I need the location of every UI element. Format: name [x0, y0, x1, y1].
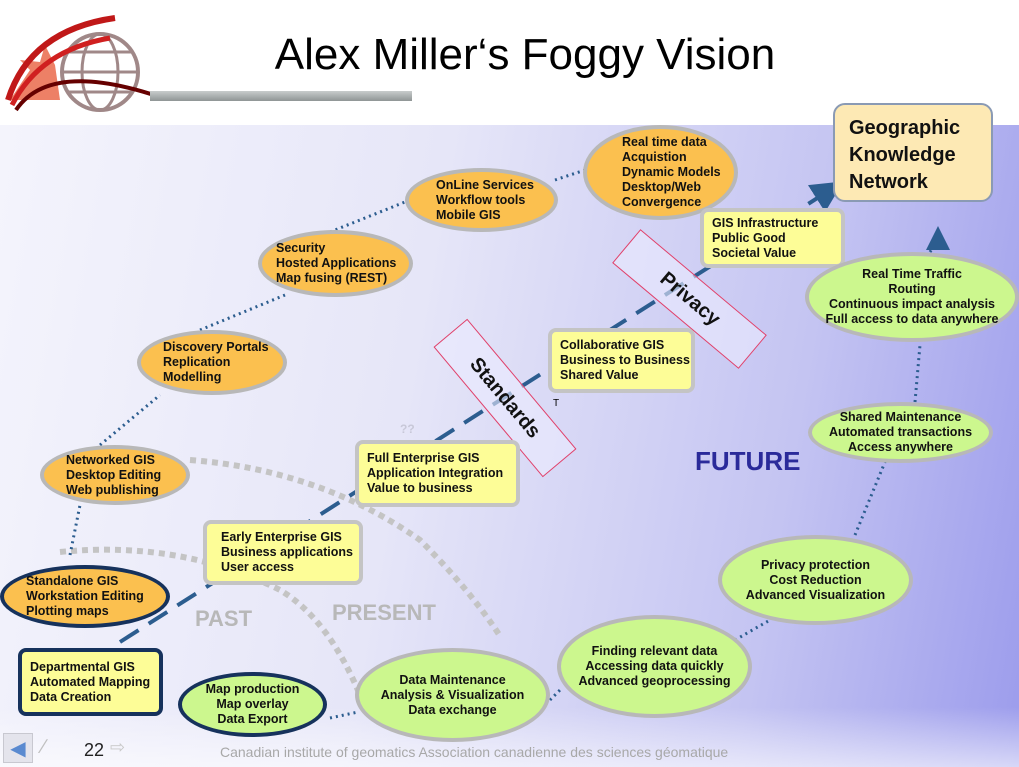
node-line: Business to Business — [560, 353, 690, 367]
node-line: Automated transactions — [828, 425, 973, 439]
node-line: Automated Mapping — [30, 674, 151, 689]
footer-text: Canadian institute of geomatics Associat… — [220, 744, 729, 760]
node-line: Public Good — [712, 230, 786, 245]
node-line: Full Enterprise GIS — [367, 451, 480, 465]
node-line: Value to business — [367, 481, 473, 495]
node-line: OnLine Services — [436, 177, 534, 192]
node-line: Networked GIS — [66, 452, 155, 467]
node-line: Access anywhere — [848, 440, 953, 454]
node-line: Network — [849, 171, 928, 193]
node-line: Cost Reduction — [769, 572, 862, 587]
node-line: Geographic — [849, 117, 961, 139]
node-line: Privacy protection — [760, 557, 871, 572]
node-line: Security — [276, 241, 326, 255]
future-label: FUTURE — [695, 446, 801, 476]
node-line: Early Enterprise GIS — [221, 530, 342, 544]
node-line: Map fusing (REST) — [276, 271, 388, 285]
node-line: Mobile GIS — [436, 207, 501, 222]
node-line: Dynamic Models — [622, 165, 721, 179]
pen-icon: ∕ — [42, 736, 46, 758]
node-line: Continuous impact analysis — [828, 297, 995, 311]
node-line: Plotting maps — [26, 604, 109, 618]
node-line: Real Time Traffic — [862, 267, 962, 281]
node-line: Modelling — [163, 370, 222, 384]
node-line: Map overlay — [216, 697, 289, 711]
node-line: Departmental GIS — [30, 659, 135, 674]
node-line: GIS Infrastructure — [712, 215, 819, 230]
question-marks: ?? — [400, 422, 415, 436]
node-line: Full access to data anywhere — [825, 312, 999, 326]
node-line: Workflow tools — [436, 192, 526, 207]
node-line: Routing — [888, 282, 936, 296]
page-number: 22 — [84, 740, 105, 760]
node-line: Workstation Editing — [26, 589, 144, 603]
node-line: Data exchange — [408, 702, 497, 717]
node-line: Societal Value — [712, 245, 797, 260]
node-line: Advanced geoprocessing — [578, 674, 731, 688]
node-line: Shared Maintenance — [839, 410, 962, 424]
cig-logo — [5, 15, 161, 112]
node-line: Desktop Editing — [66, 467, 162, 482]
node-line: Map production — [205, 682, 300, 696]
arrow-right-icon: ⇨ — [110, 737, 126, 757]
title-underline-bar — [150, 91, 412, 101]
node-line: Hosted Applications — [276, 256, 397, 270]
previous-slide-button[interactable]: ◀ — [3, 733, 33, 763]
node-line: Convergence — [622, 195, 702, 209]
node-line: Data Maintenance — [399, 672, 506, 687]
slide-title: Alex Miller‘s Foggy Vision — [274, 30, 776, 79]
node-line: Accessing data quickly — [585, 659, 724, 673]
node-line: Replication — [163, 355, 231, 369]
node-line: Acquistion — [622, 150, 687, 164]
node-line: Shared Value — [560, 368, 639, 382]
node-line: Knowledge — [849, 144, 956, 166]
node-line: User access — [221, 560, 294, 574]
node-line: Advanced Visualization — [745, 587, 886, 602]
node-line: Analysis & Visualization — [380, 687, 525, 702]
node-line: Web publishing — [66, 482, 159, 497]
next-slide-button[interactable]: ⇨ — [110, 737, 125, 758]
node-line: Standalone GIS — [26, 574, 119, 588]
present-label: PRESENT — [332, 600, 436, 625]
node-line: Real time data — [622, 135, 707, 149]
node-line: Finding relevant data — [591, 644, 718, 658]
pen-tool-button[interactable]: ∕ — [42, 736, 45, 759]
node-line: Data Creation — [30, 689, 112, 704]
node-line: Desktop/Web — [622, 180, 701, 194]
arrow-left-icon: ◀ — [10, 737, 26, 760]
past-label: PAST — [195, 606, 253, 631]
text-cursor-mark: T — [553, 398, 560, 409]
node-line: Discovery Portals — [163, 340, 269, 354]
node-line: Collaborative GIS — [560, 338, 665, 352]
node-line: Data Export — [217, 712, 288, 726]
node-line: Application Integration — [367, 466, 504, 480]
node-line: Business applications — [221, 545, 353, 559]
